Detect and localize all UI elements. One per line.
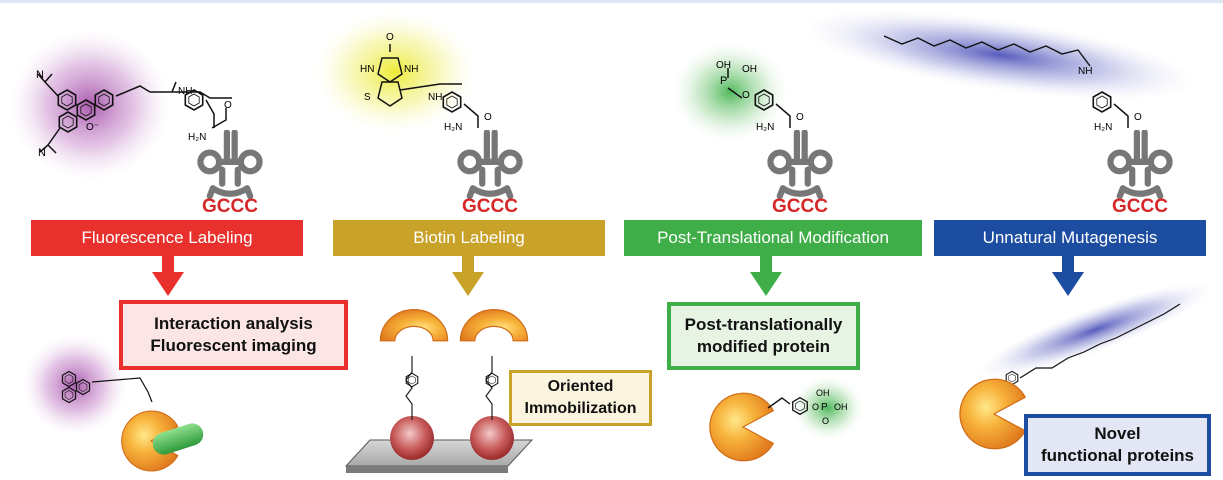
banner-label: Biotin Labeling <box>413 228 525 247</box>
nh-label: NH <box>1078 66 1092 77</box>
hn-label: HN <box>360 64 374 75</box>
o-label: O <box>796 112 804 123</box>
p-label: P <box>720 75 727 87</box>
banner-fluorescence-labeling: Fluorescence Labeling <box>31 220 303 256</box>
banner-label: Fluorescence Labeling <box>81 228 253 247</box>
glow-halo <box>801 9 1199 101</box>
biotin-column: O HN NH S NH H₂N O GCCC <box>313 10 534 473</box>
nh-label: NH <box>178 86 192 97</box>
o-label: O <box>822 416 829 426</box>
o-label: O <box>1134 112 1142 123</box>
codon-label: GCCC <box>772 196 828 217</box>
glow-halo <box>792 376 864 440</box>
o-label: O <box>224 100 232 111</box>
codon-label: GCCC <box>1112 196 1168 217</box>
mutagenesis-column: NH H₂N O GCCC <box>801 9 1213 450</box>
streptavidin-icon <box>470 416 514 460</box>
ligand-rod <box>152 423 204 455</box>
oh-label: OH <box>834 402 848 412</box>
outcome-line: Immobilization <box>524 400 637 417</box>
arrow-down-icon <box>452 256 484 296</box>
h2n-label: H₂N <box>1094 122 1112 133</box>
glow-halo <box>313 10 477 134</box>
glow-halo <box>23 335 127 435</box>
o-minus-label: O⁻ <box>86 122 99 133</box>
outcome-line: Novel <box>1094 424 1141 443</box>
outcome-biotin: Oriented Immobilization <box>509 370 652 426</box>
top-divider <box>0 0 1223 3</box>
h2n-label: H₂N <box>188 132 206 143</box>
n-label: N <box>38 147 46 159</box>
outcome-line: functional proteins <box>1041 446 1194 465</box>
oh-label: OH <box>816 388 830 398</box>
ptm-column: P OH OH O H₂N O GCCC O P OH OH O <box>672 42 864 462</box>
glow-halo <box>10 30 170 180</box>
n-label: N <box>36 69 44 81</box>
trna-icon <box>200 132 259 196</box>
outcome-ptm: Post-translationally modified protein <box>667 302 860 370</box>
outcome-line: Post-translationally <box>684 315 843 334</box>
banner-unnatural-mutagenesis: Unnatural Mutagenesis <box>934 220 1206 256</box>
outcome-line: modified protein <box>696 337 831 356</box>
trna-icon <box>1110 132 1169 196</box>
p-label: P <box>821 402 828 413</box>
peg-chain <box>883 35 1091 67</box>
outcome-line: Fluorescent imaging <box>150 336 317 355</box>
oh-label: OH <box>742 64 757 75</box>
banner-label: Unnatural Mutagenesis <box>982 228 1158 247</box>
protein-icon <box>959 378 1026 450</box>
biotin-structure <box>377 44 462 107</box>
protein-icon <box>379 309 449 342</box>
nh-label: NH <box>428 92 442 103</box>
banner-biotin-labeling: Biotin Labeling <box>333 220 605 256</box>
codon-label: GCCC <box>462 196 518 217</box>
oh-label: OH <box>716 60 731 71</box>
fluorescence-column: N N O⁻ NH H₂N O GCCC <box>10 30 260 472</box>
outcome-fluorescence: Interaction analysis Fluorescent imaging <box>119 300 348 370</box>
o-label: O <box>742 90 750 101</box>
protein-icon <box>459 309 529 342</box>
outcome-mutagenesis: Novel functional proteins <box>1024 414 1211 476</box>
s-label: S <box>364 92 371 103</box>
arrow-down-icon <box>750 256 782 296</box>
arrow-down-icon <box>152 256 184 296</box>
streptavidin-icon <box>390 416 434 460</box>
h2n-label: H₂N <box>444 122 462 133</box>
o-label: O <box>386 32 394 43</box>
o-label: O <box>812 402 819 412</box>
codon-label: GCCC <box>202 196 258 217</box>
outcome-line: Interaction analysis <box>154 314 313 333</box>
peg-chain <box>1019 303 1181 379</box>
trna-icon <box>770 132 829 196</box>
outcome-line: Oriented <box>547 378 614 395</box>
banner-label: Post-Translational Modification <box>657 228 889 247</box>
rhodamine-structure <box>37 73 232 154</box>
o-label: O <box>484 112 492 123</box>
banner-post-translational-modification: Post-Translational Modification <box>624 220 922 256</box>
protein-icon <box>709 392 774 462</box>
arrow-down-icon <box>1052 256 1084 296</box>
h2n-label: H₂N <box>756 122 774 133</box>
glow-halo <box>672 42 788 142</box>
trna-icon <box>460 132 519 196</box>
nh-label: NH <box>404 64 418 75</box>
glow-halo <box>977 282 1213 378</box>
